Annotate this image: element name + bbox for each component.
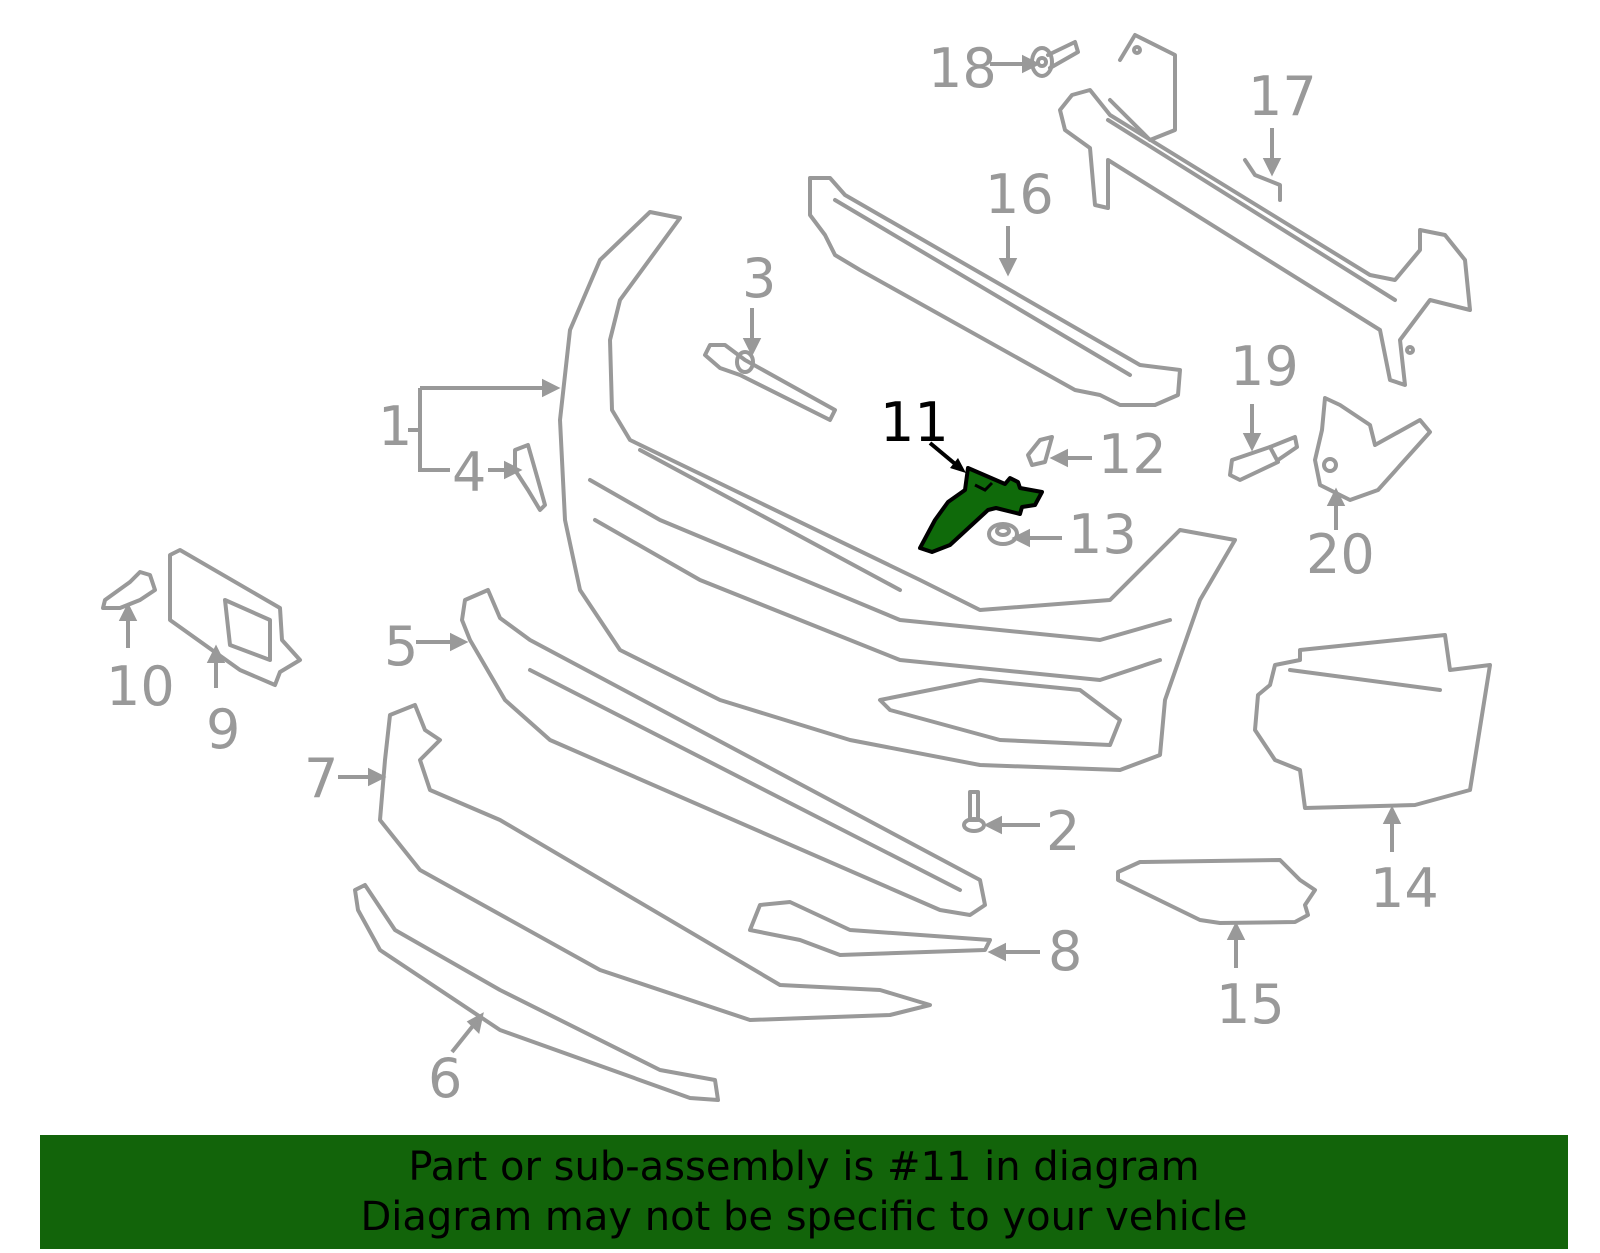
part-17-bumper-reinforcement: [1058, 33, 1472, 387]
part-16-energy-absorber: [808, 176, 1182, 407]
part-8-deflector: [748, 900, 992, 957]
part-12-clip: [1026, 435, 1054, 467]
callout-15[interactable]: 15: [1216, 973, 1285, 1036]
part-7-lower-grille: [378, 703, 932, 1022]
banner-part-notice: Part or sub-assembly is #11 in diagram: [408, 1144, 1200, 1190]
part-20-bracket: [1313, 396, 1432, 502]
callout-7[interactable]: 7: [304, 747, 339, 810]
callout-20[interactable]: 20: [1306, 523, 1375, 586]
callout-4[interactable]: 4: [452, 441, 487, 504]
part-10-pin: [101, 570, 157, 610]
callout-12[interactable]: 12: [1098, 423, 1167, 486]
leader-arrows: [118, 54, 1402, 1054]
info-banner: Part or sub-assembly is #11 in diagram D…: [40, 1135, 1568, 1249]
callout-11-highlighted[interactable]: 11: [880, 391, 949, 454]
part-3-pin: [703, 343, 837, 422]
callout-2[interactable]: 2: [1046, 800, 1081, 863]
callout-9[interactable]: 9: [206, 698, 241, 761]
callout-17[interactable]: 17: [1248, 65, 1317, 128]
part-4-bracket: [513, 443, 547, 512]
callout-1[interactable]: 1: [378, 395, 413, 458]
callout-10[interactable]: 10: [106, 655, 175, 718]
part-1-bumper-cover: [558, 210, 1237, 772]
part-18-bolt: [1030, 40, 1080, 78]
part-19-sensor: [1228, 435, 1299, 482]
callout-14[interactable]: 14: [1370, 857, 1439, 920]
callout-6[interactable]: 6: [428, 1047, 463, 1110]
part-11-highlighted-bracket: [918, 441, 1044, 554]
callout-8[interactable]: 8: [1048, 920, 1083, 983]
part-6-trim: [353, 883, 720, 1102]
banner-disclaimer: Diagram may not be specific to your vehi…: [360, 1194, 1248, 1240]
callout-13[interactable]: 13: [1068, 503, 1137, 566]
callout-19[interactable]: 19: [1230, 335, 1299, 398]
callout-5[interactable]: 5: [384, 615, 419, 678]
part-9-bracket: [168, 548, 302, 687]
callout-18[interactable]: 18: [928, 37, 997, 100]
callout-16[interactable]: 16: [985, 163, 1054, 226]
part-5-grille: [460, 588, 987, 917]
part-13-nut: [987, 522, 1019, 546]
part-2-screw: [962, 790, 986, 833]
part-15-cover: [1116, 858, 1317, 925]
callout-3[interactable]: 3: [742, 247, 777, 310]
part-14-lamp-housing: [1253, 633, 1492, 810]
